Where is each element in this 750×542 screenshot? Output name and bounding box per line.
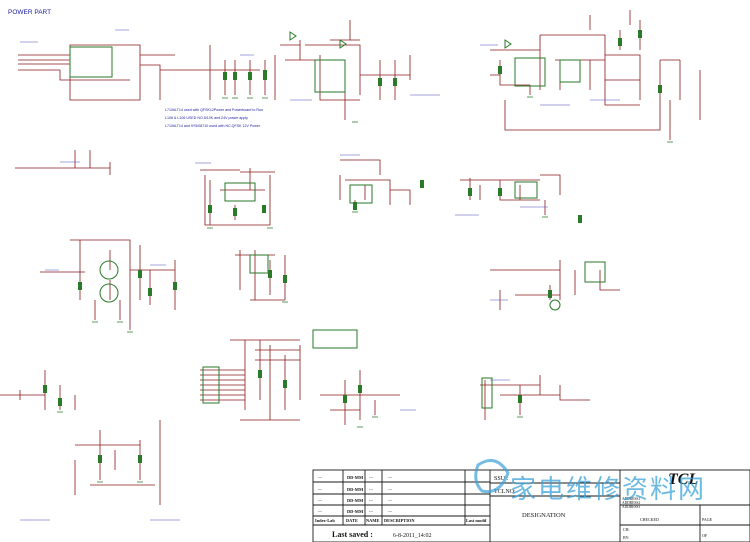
of-label: OF [702, 533, 708, 538]
passives [43, 30, 662, 463]
ssu-label: SSU : [494, 476, 509, 482]
title-block-frame [312, 469, 750, 542]
tcl-logo: TCL [668, 471, 698, 488]
row3-name: --- [369, 498, 374, 503]
row1-date: DD-MM [347, 475, 364, 480]
checked-label: CHECKED [640, 517, 659, 522]
address-line-3: ADDRESS3 [622, 505, 640, 509]
header-name: NAME [366, 518, 379, 523]
page-label: PAGE [702, 517, 713, 522]
note-line-2: L106 & L106 USED NO.5/10K and 24V power … [165, 116, 248, 120]
watermark-logo-icon [474, 459, 510, 494]
designation-label: DESIGNATION [522, 512, 566, 519]
row2-col1: --- [318, 487, 323, 492]
watermark-text: 家电维修资料网 [510, 475, 706, 505]
address-line-1: ADDRESS1 [622, 497, 640, 501]
row3-desc: --- [388, 498, 393, 503]
row2-desc: --- [388, 487, 393, 492]
row2-name: --- [369, 487, 374, 492]
by-label: BY: [623, 535, 629, 540]
row1-desc: --- [388, 475, 393, 480]
ch-label: CH: [623, 527, 630, 532]
note-line-3: L7106LT14 and 9Y5/08710 used with NC.QFS… [165, 124, 261, 128]
header-description: DESCRIPTION [384, 518, 415, 523]
header-last-modif: Last modif [466, 518, 487, 523]
row4-name: --- [369, 509, 374, 514]
last-saved-label: Last saved : [332, 530, 373, 539]
row4-col1: --- [318, 509, 323, 514]
row3-date: DD-MM [347, 498, 364, 503]
ref-label-marks [20, 29, 620, 521]
last-saved-value: 6-8-2011_14:02 [393, 533, 431, 539]
row4-date: DD-MM [347, 509, 364, 514]
header-date: DATE [346, 518, 358, 523]
ground-symbols [57, 96, 673, 483]
header-index-lab: Index-Lab [315, 518, 335, 523]
address-line-2: ADDRESS2 [622, 501, 640, 505]
row1-col1: --- [318, 475, 323, 480]
wires [0, 10, 701, 505]
tclno-label: TCLNO: [494, 489, 516, 495]
sheet-title: POWER PART [8, 9, 51, 16]
note-line-1: L7106LT14 used with QFSK12Power and Powe… [165, 108, 263, 112]
components [69, 31, 606, 409]
row3-col1: --- [318, 498, 323, 503]
row1-name: --- [369, 475, 374, 480]
row4-desc: --- [388, 509, 393, 514]
row2-date: DD-MM [347, 487, 364, 492]
